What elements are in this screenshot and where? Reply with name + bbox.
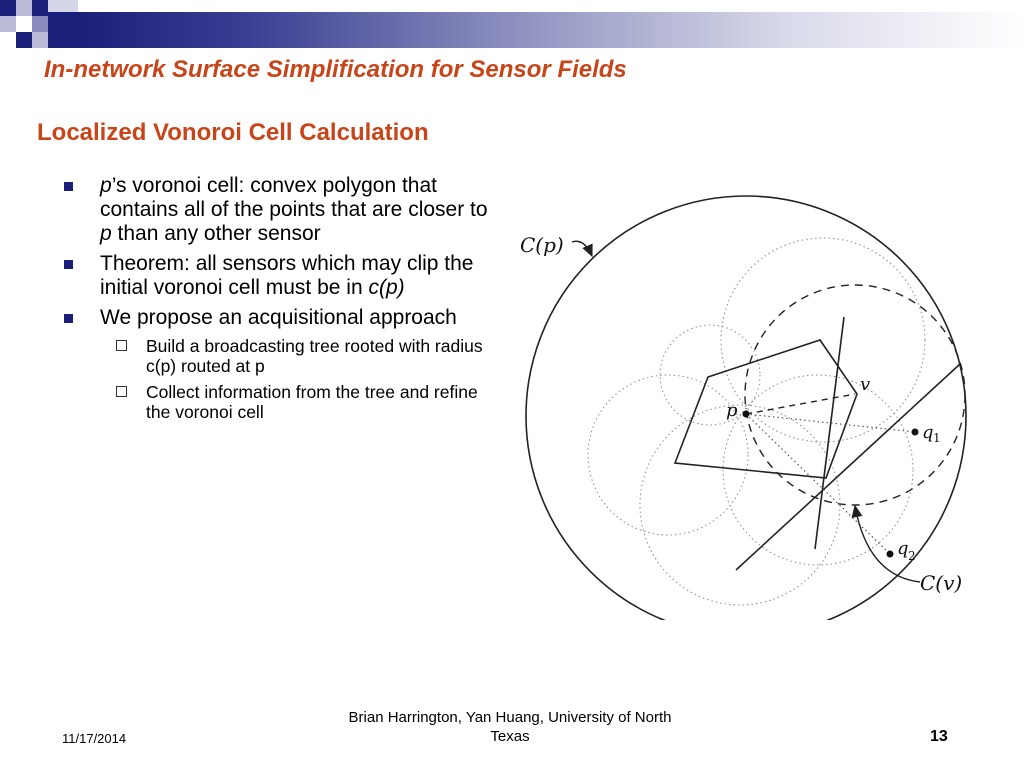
deco-square xyxy=(0,0,16,16)
bullet-square-icon xyxy=(64,182,73,191)
bullet-text: p xyxy=(100,222,112,245)
deco-square xyxy=(32,16,48,32)
bullet-list: p’s voronoi cell: convex polygon that co… xyxy=(60,174,500,428)
label-q2: q xyxy=(897,538,909,559)
label-v: v xyxy=(860,374,870,395)
deco-square xyxy=(32,32,48,48)
voronoi-cell xyxy=(673,339,858,479)
bullet-text: ’s voronoi cell: convex polygon that con… xyxy=(100,174,488,221)
bullet-text: c(p) xyxy=(368,276,405,299)
dotted-circles xyxy=(587,237,926,606)
bullet-text: We propose an acquisitional approach xyxy=(100,306,457,329)
circle-cp xyxy=(525,195,967,620)
deco-square xyxy=(16,0,32,16)
slide-title: In-network Surface Simplification for Se… xyxy=(44,56,627,83)
p-q1-dotted-line xyxy=(745,413,916,433)
footer-authors: Brian Harrington, Yan Huang, University … xyxy=(348,709,672,745)
voronoi-diagram: C(p) C(v) v p q 1 q 2 xyxy=(520,195,967,620)
label-cv: C(v) xyxy=(920,571,962,595)
arrow-cp xyxy=(571,240,593,258)
bullet-item: We propose an acquisitional approach xyxy=(60,306,500,330)
deco-square xyxy=(48,12,78,48)
deco-square xyxy=(32,0,48,16)
circle-cv xyxy=(744,284,966,506)
bisector-line xyxy=(735,363,961,571)
bullet-item: p’s voronoi cell: convex polygon that co… xyxy=(60,174,500,246)
deco-square xyxy=(16,16,32,32)
bisector-line xyxy=(814,316,845,550)
slide-subtitle: Localized Vonoroi Cell Calculation xyxy=(37,119,429,146)
header-gradient-bar xyxy=(78,12,1024,48)
hollow-square-icon xyxy=(116,340,127,351)
point-q2 xyxy=(886,550,894,558)
bullet-text: than any other sensor xyxy=(111,222,321,245)
label-q2-sub: 2 xyxy=(908,549,916,563)
arrow-cv xyxy=(851,504,921,583)
bullet-text: Theorem: all sensors which may clip the … xyxy=(100,252,474,299)
bullet-square-icon xyxy=(64,314,73,323)
label-q1-sub: 1 xyxy=(933,431,941,445)
point-q1 xyxy=(911,428,919,436)
header-band xyxy=(0,0,1024,48)
bullet-text: p xyxy=(100,174,112,197)
point-p xyxy=(742,410,750,418)
p-v-dashed-line xyxy=(745,393,856,415)
deco-square xyxy=(16,32,32,48)
deco-square xyxy=(48,0,78,12)
label-cp: C(p) xyxy=(520,233,564,257)
sub-bullet-item: Collect information from the tree and re… xyxy=(60,382,500,422)
label-q1: q xyxy=(922,422,934,443)
bullet-item: Theorem: all sensors which may clip the … xyxy=(60,252,500,300)
footer-date: 11/17/2014 xyxy=(62,731,127,746)
sub-bullet-item: Build a broadcasting tree rooted with ra… xyxy=(60,336,500,376)
sub-bullet-text: Build a broadcasting tree rooted with ra… xyxy=(146,336,483,376)
label-p: p xyxy=(726,400,738,421)
hollow-square-icon xyxy=(116,386,127,397)
bullet-square-icon xyxy=(64,260,73,269)
p-q2-dotted-line xyxy=(745,413,891,555)
sub-bullet-text: Collect information from the tree and re… xyxy=(146,382,478,422)
page-number: 13 xyxy=(930,728,948,745)
deco-square xyxy=(0,16,16,32)
